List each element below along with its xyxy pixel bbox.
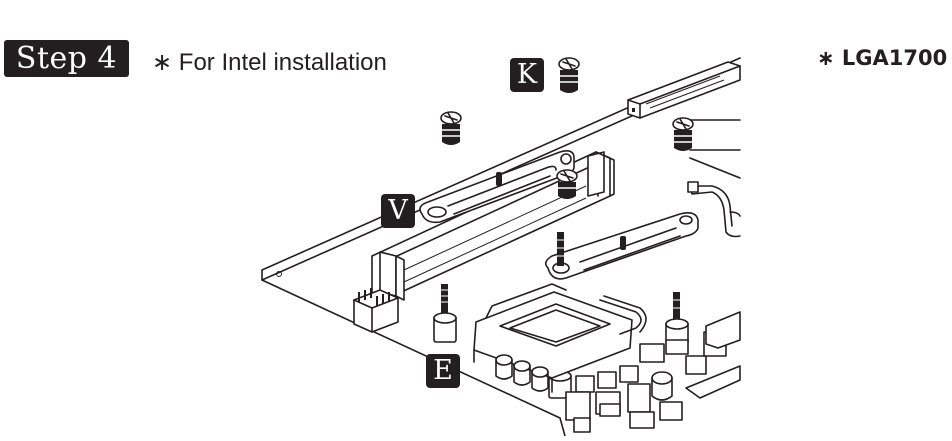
m2-standoff-plate-upper: [419, 150, 575, 224]
header-connector: [627, 61, 741, 119]
standoff-center-stud: [557, 232, 564, 266]
board-components: [495, 311, 741, 433]
m2-standoff-plate-lower: [544, 212, 699, 280]
installation-caption: ∗ For Intel installation: [152, 49, 387, 76]
screw-on-plate: [556, 169, 578, 199]
step-badge: Step 4: [4, 40, 129, 77]
board-traces-right: [687, 119, 741, 238]
socket-type-note: ∗ LGA1700: [817, 46, 948, 70]
callout-v: V: [381, 194, 415, 228]
screw-upper-right: [672, 117, 694, 151]
screw-upper-left: [440, 111, 462, 145]
expansion-slot: [371, 151, 615, 301]
cpu-socket: [473, 283, 647, 393]
standoff-e-stud: [433, 284, 457, 343]
screw-k: [558, 57, 580, 93]
pin-header: [353, 288, 399, 333]
standoff-right-stud: [665, 292, 689, 345]
callout-k: K: [510, 58, 544, 92]
callout-e: E: [426, 354, 460, 388]
